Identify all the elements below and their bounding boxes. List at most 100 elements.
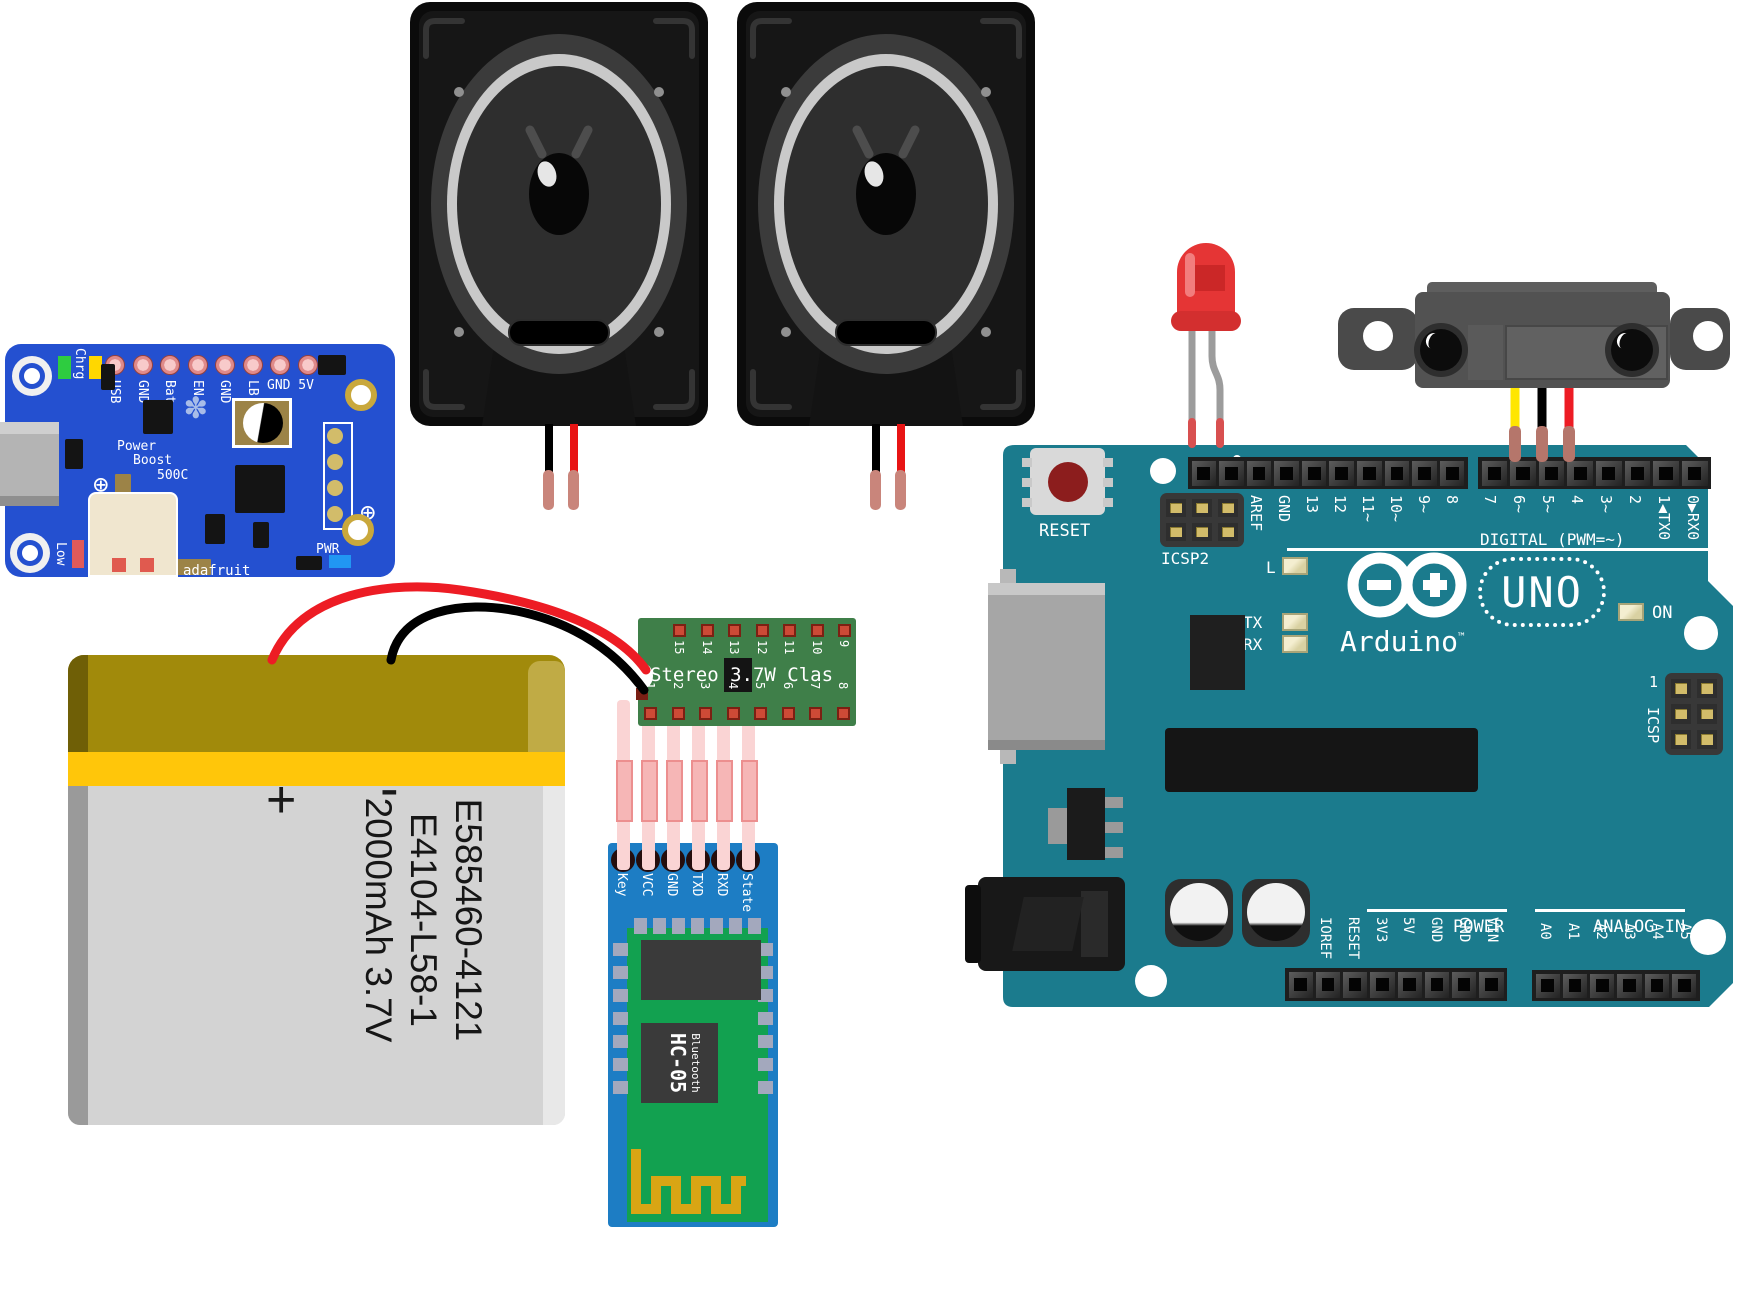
pin xyxy=(758,1081,773,1094)
battery-body xyxy=(68,786,565,1125)
pin xyxy=(1617,973,1642,998)
amp-label: Stereo 3.7W Clas xyxy=(650,664,834,686)
gnd-5v-label: GND 5V xyxy=(267,378,314,393)
pin xyxy=(1697,729,1717,749)
pin-label: State xyxy=(739,873,754,913)
silkscreen-line xyxy=(1367,909,1507,912)
smd-component xyxy=(101,364,115,390)
pin xyxy=(1218,499,1238,517)
pin xyxy=(748,918,761,934)
pin-label: 3V3 xyxy=(1372,917,1389,943)
pin xyxy=(1596,460,1622,486)
ir-distance-sensor xyxy=(1338,282,1730,392)
micro-usb-connector xyxy=(0,422,59,506)
pin xyxy=(838,624,851,637)
pin xyxy=(754,707,767,720)
pin xyxy=(1672,973,1697,998)
ir-receiver-lens xyxy=(1605,323,1659,377)
pin xyxy=(1671,679,1691,699)
pin xyxy=(1166,523,1186,541)
pin-label: RXD xyxy=(714,873,729,897)
pin xyxy=(1562,973,1588,998)
led-bulb xyxy=(1177,243,1235,319)
pin xyxy=(1301,460,1327,486)
pin xyxy=(1697,704,1717,724)
pin-label: GND xyxy=(664,873,679,897)
battery-yellow-stripe xyxy=(68,752,565,786)
pin-number: 10 xyxy=(809,640,824,655)
board-name-line2: Boost xyxy=(133,453,173,468)
header-pin xyxy=(641,700,658,870)
mount-hole-gold xyxy=(342,514,374,546)
dc-barrel-jack xyxy=(965,877,1125,971)
pin xyxy=(297,355,318,375)
pin xyxy=(1479,971,1504,998)
pin xyxy=(1671,704,1691,724)
board-name-line1: Power xyxy=(117,439,157,454)
led-on xyxy=(1618,603,1644,621)
pin-number: 13 xyxy=(727,640,741,655)
lipo-battery: + - E585460-4121 E4104-L58-1 2000mAh 3.7… xyxy=(68,655,565,1125)
pin-number: 6 xyxy=(780,682,795,690)
digital-header-left xyxy=(1188,457,1468,489)
pin xyxy=(1452,971,1477,998)
pin xyxy=(613,966,628,979)
chip-main-label: HC-05 xyxy=(666,1032,690,1094)
smd-component xyxy=(318,355,346,375)
pin xyxy=(755,624,769,637)
pin xyxy=(1397,971,1422,998)
pin-label: 2 xyxy=(1626,495,1644,505)
led-leg xyxy=(1208,328,1224,445)
pin xyxy=(758,1035,773,1048)
voltage-regulator xyxy=(1067,788,1105,860)
smd-component xyxy=(65,439,83,469)
speaker-left xyxy=(410,2,708,428)
pin-label: 7 xyxy=(1481,495,1499,505)
wire-entry-hole xyxy=(631,663,653,689)
pin xyxy=(1567,460,1593,486)
reset-button-cap[interactable] xyxy=(1048,462,1088,502)
pin xyxy=(613,943,628,956)
pin xyxy=(644,707,657,720)
pin xyxy=(613,1081,628,1094)
power-caption: POWER xyxy=(1453,917,1505,937)
pin-number: 12 xyxy=(754,640,769,655)
battery-label-line: E4104-L58-1 xyxy=(403,813,444,1027)
pin xyxy=(1315,971,1340,998)
arduino-infinity-logo xyxy=(1347,552,1467,618)
board-name-line3: 500C xyxy=(157,468,189,483)
led-tx xyxy=(1282,613,1308,631)
pin-number: 4 xyxy=(725,682,740,690)
trademark: ™ xyxy=(1458,630,1465,644)
pin xyxy=(1510,460,1536,486)
uno-badge: UNO xyxy=(1478,557,1606,627)
battery-label-line: E585460-4121 xyxy=(448,798,489,1042)
reset-button[interactable] xyxy=(1022,448,1113,515)
pin xyxy=(270,355,290,375)
screw-icon: ⊕ xyxy=(93,470,109,500)
pin xyxy=(758,989,773,1002)
pin xyxy=(634,918,647,934)
pin-label: VCC xyxy=(639,873,654,897)
digital-caption: DIGITAL (PWM=~) xyxy=(1480,530,1625,549)
pin xyxy=(1424,971,1449,998)
pin xyxy=(691,918,704,934)
boost-converter-ic xyxy=(235,465,285,513)
pin-label: TXD xyxy=(689,873,704,897)
pin xyxy=(1192,499,1212,517)
pin-label: 12 xyxy=(1331,495,1349,514)
usb-interface-chip xyxy=(1190,615,1245,690)
pin xyxy=(758,943,773,956)
arduino-brand: Arduino™ xyxy=(1340,625,1465,658)
pin xyxy=(1671,729,1691,749)
smd-component xyxy=(205,514,225,544)
pin xyxy=(1357,460,1382,486)
pin xyxy=(758,1012,773,1025)
adafruit-star-icon: ✽ xyxy=(185,386,207,427)
low-battery-led xyxy=(72,540,84,568)
header-pin xyxy=(691,700,708,870)
speaker-illustration xyxy=(410,2,708,426)
pin-number: 11 xyxy=(782,640,796,655)
